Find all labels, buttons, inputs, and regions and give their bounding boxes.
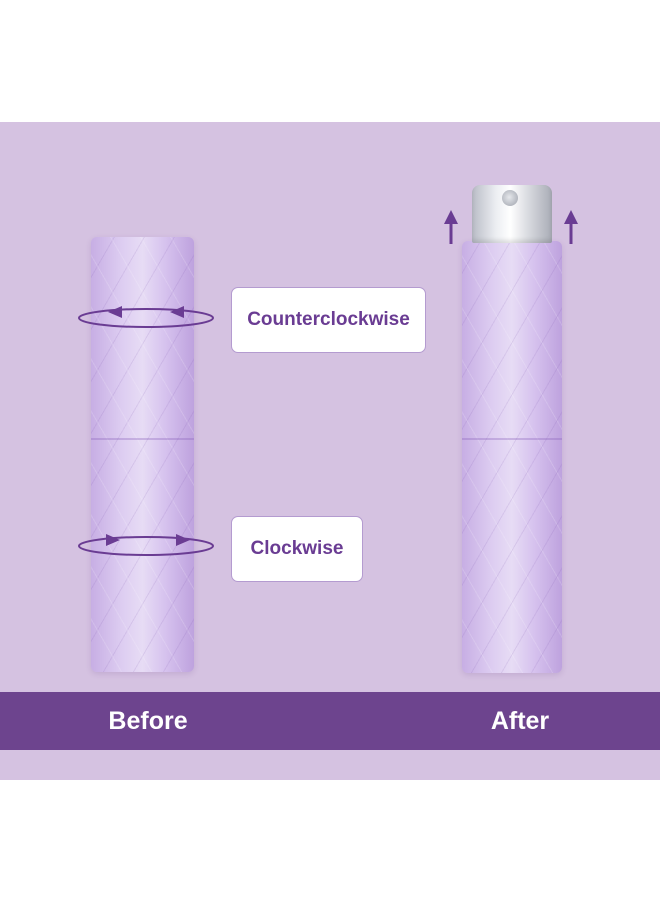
spray-nozzle	[502, 190, 518, 206]
clockwise-arrow-icon	[78, 534, 214, 556]
up-arrow-icon	[444, 210, 458, 244]
counterclockwise-label: Counterclockwise	[247, 309, 410, 330]
bottle-seam	[462, 438, 562, 440]
counterclockwise-arrow-icon	[78, 306, 214, 328]
bottle-after	[462, 241, 562, 673]
caption-band	[0, 692, 660, 750]
clockwise-callout: Clockwise	[231, 516, 363, 582]
before-caption: Before	[108, 707, 188, 735]
counterclockwise-callout: Counterclockwise	[231, 287, 426, 353]
clockwise-label: Clockwise	[250, 538, 344, 559]
bottle-seam	[91, 438, 194, 440]
up-arrow-icon	[564, 210, 578, 244]
after-caption: After	[490, 707, 550, 735]
